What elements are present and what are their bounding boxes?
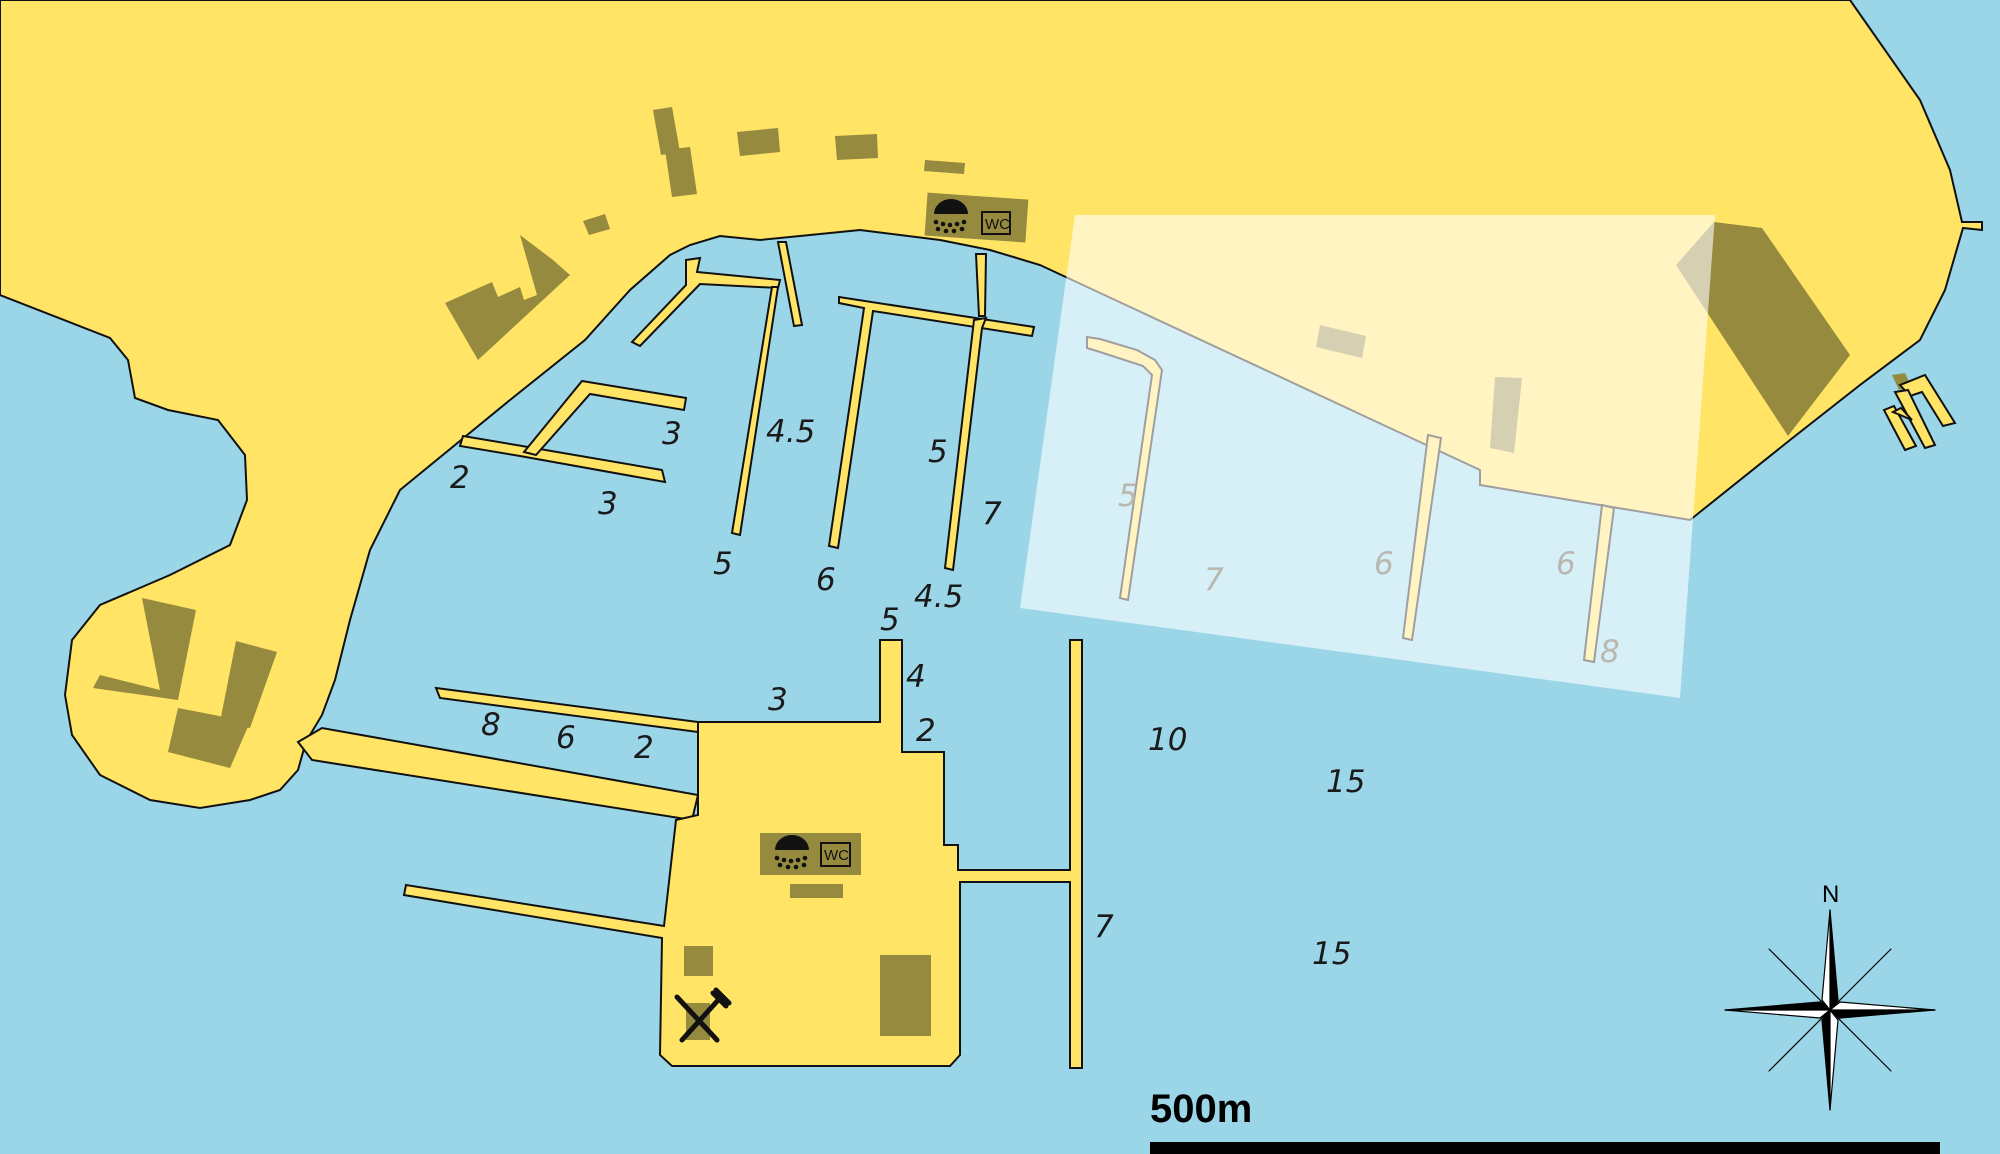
facilities-harbour: WC xyxy=(760,833,861,875)
depth-label: 5 xyxy=(928,434,948,470)
depth-label: 10 xyxy=(1148,722,1187,758)
compass-rose-icon: N xyxy=(1724,881,1936,1111)
wc-label-harbour: WC xyxy=(824,847,849,864)
depth-label: 15 xyxy=(1312,936,1351,972)
depth-label: 5 xyxy=(1118,478,1138,514)
depth-label: 7 xyxy=(1204,562,1224,598)
depth-soundings: 3 4.5 5 2 3 5 6 7 4.5 5 5 7 6 6 8 3 4 2 … xyxy=(450,414,1620,972)
depth-label: 8 xyxy=(1600,634,1620,670)
depth-label: 3 xyxy=(662,416,682,452)
scale-bar-label: 500m xyxy=(1150,1087,1252,1131)
depth-label: 8 xyxy=(481,707,501,743)
scale-bar-line xyxy=(1150,1142,1940,1154)
depth-label: 3 xyxy=(598,486,618,522)
shower-icon xyxy=(933,199,968,234)
restaurant-icon xyxy=(674,987,732,1043)
depth-label: 5 xyxy=(880,602,900,638)
depth-label: 6 xyxy=(556,720,576,756)
depth-label: 7 xyxy=(982,496,1002,532)
depth-label: 4.5 xyxy=(914,579,963,615)
highlight-overlay xyxy=(1020,215,1715,698)
wc-label: WC xyxy=(985,216,1010,233)
shower-icon xyxy=(774,835,809,870)
depth-label: 2 xyxy=(634,730,654,766)
facilities-top: WC xyxy=(924,192,1029,243)
depth-label: 15 xyxy=(1326,764,1365,800)
depth-label: 5 xyxy=(713,546,733,582)
pier-lower-left xyxy=(434,686,699,734)
east-jetties xyxy=(1882,373,1957,452)
depth-label: 6 xyxy=(1374,546,1394,582)
breakwater-west xyxy=(296,726,700,822)
compass-north-label: N xyxy=(1822,881,1839,908)
scale-bar: 500m xyxy=(1150,1087,1940,1154)
wc-icon: WC xyxy=(981,211,1011,235)
facility-panel-harbour xyxy=(760,833,861,875)
depth-label: 3 xyxy=(768,682,788,718)
depth-label: 7 xyxy=(1094,909,1114,945)
depth-label: 6 xyxy=(1556,546,1576,582)
depth-label: 4.5 xyxy=(766,414,815,450)
depth-label: 2 xyxy=(450,460,470,496)
land-mainland xyxy=(0,0,1983,810)
wc-icon: WC xyxy=(820,842,851,867)
depth-label: 2 xyxy=(916,713,936,749)
facility-panel xyxy=(924,192,1029,243)
depth-label: 4 xyxy=(906,659,926,695)
depth-label: 6 xyxy=(816,562,836,598)
